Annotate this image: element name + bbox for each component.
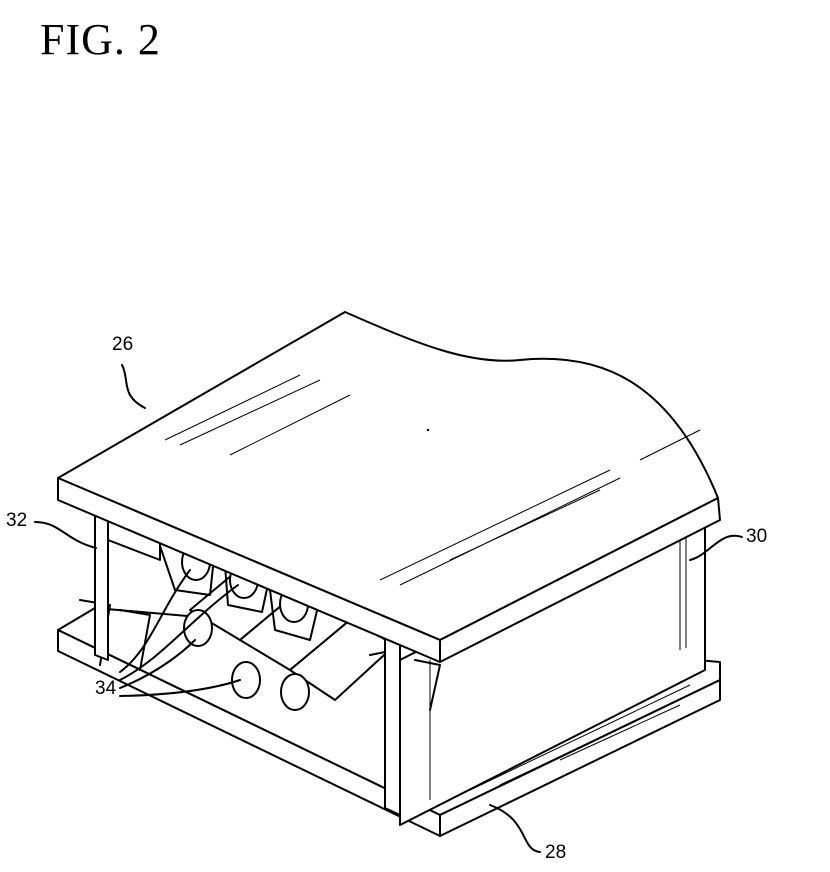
- label-26-top-plate: 26: [112, 334, 133, 356]
- label-28-bottom-plate: 28: [545, 842, 566, 864]
- label-30-right-spacer: 30: [746, 526, 767, 548]
- label-32-left-spacer: 32: [6, 510, 27, 532]
- label-34-rollers: 34: [95, 678, 116, 700]
